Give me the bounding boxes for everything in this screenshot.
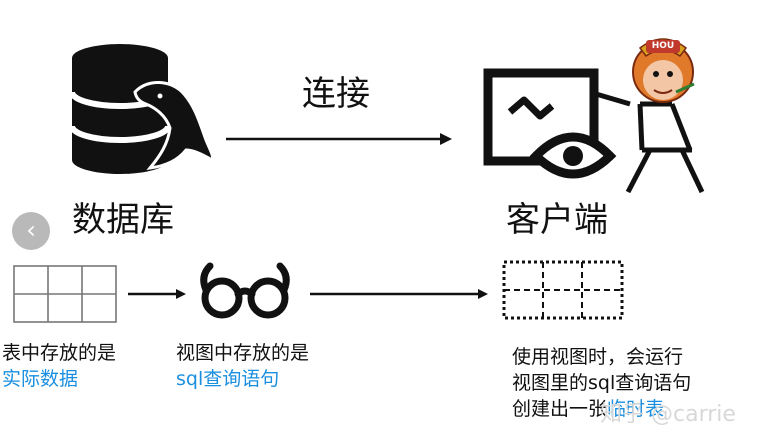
eye-icon <box>536 137 610 174</box>
table-grid-icon <box>14 266 116 322</box>
table-caption: 表中存放的是 实际数据 <box>2 340 116 392</box>
database-label: 数据库 <box>72 192 174 241</box>
table-caption-highlight: 实际数据 <box>2 366 116 392</box>
connect-label: 连接 <box>302 66 370 115</box>
view-caption-highlight: sql查询语句 <box>176 366 309 392</box>
temp-caption-line1: 使用视图时，会运行 <box>512 344 691 370</box>
connect-arrow <box>226 133 452 145</box>
watermark: 知乎 @carrie <box>600 396 736 428</box>
client-label: 客户端 <box>506 192 608 241</box>
temp-caption-line2: 视图里的sql查询语句 <box>512 370 691 396</box>
view-to-temp-arrow <box>310 289 488 299</box>
temp-table-icon <box>504 262 622 318</box>
prev-button[interactable]: ‹ <box>12 212 50 250</box>
glasses-icon <box>204 266 287 315</box>
table-caption-line1: 表中存放的是 <box>2 340 116 366</box>
chevron-left-icon: ‹ <box>26 216 36 244</box>
stick-figure-icon <box>596 94 702 192</box>
table-to-view-arrow <box>128 289 186 299</box>
view-caption-line1: 视图中存放的是 <box>176 340 309 366</box>
temp-caption-line3-prefix: 创建出一张 <box>512 398 607 420</box>
monkey-badge-text: HOU <box>646 40 680 53</box>
view-caption: 视图中存放的是 sql查询语句 <box>176 340 309 392</box>
